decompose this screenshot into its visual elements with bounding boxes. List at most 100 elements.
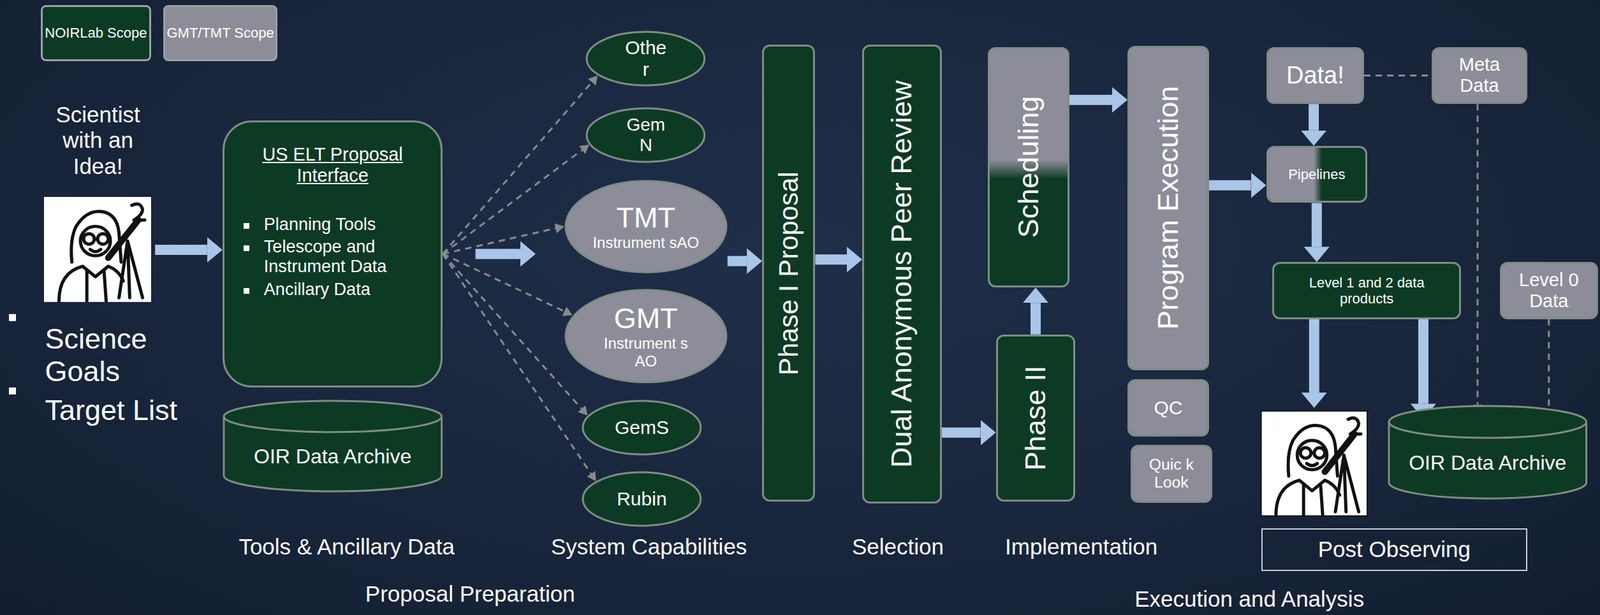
cylinder-rim	[1388, 422, 1587, 439]
node-content: Quic k Look	[1132, 447, 1211, 502]
flow-arrow	[1030, 302, 1041, 335]
node-content: Phase II	[998, 336, 1074, 500]
node-content: GMTInstrument s AO	[564, 288, 728, 384]
node-label: Othe r	[620, 36, 672, 81]
ellipse-shape	[586, 108, 705, 162]
node-label: Quic k Look	[1149, 455, 1194, 493]
facility-ellipse: GemS	[581, 399, 703, 456]
node-content: Program Execution	[1129, 47, 1208, 369]
node-content: Post Observing	[1262, 529, 1527, 571]
node-content: US ELT Proposal InterfacePlanning ToolsT…	[224, 122, 442, 386]
node-label: Program Execution	[1151, 86, 1185, 331]
node-content: Level 0 Data	[1501, 264, 1597, 318]
legend-swatch: NOIRLab Scope	[40, 5, 152, 62]
node-label: Post Observing	[1318, 536, 1471, 563]
ellipse-shape	[586, 31, 705, 86]
scientist-line-art	[1276, 418, 1361, 516]
process-box: QC	[1127, 379, 1210, 437]
scheduling-box: Scheduling	[987, 47, 1070, 289]
ellipse-shape	[582, 472, 701, 527]
node-content: GemS	[581, 399, 703, 456]
node-label: Phase I Proposal	[773, 171, 805, 376]
node-content: Rubin	[581, 471, 703, 528]
node-content: Phase I Proposal	[763, 46, 814, 500]
scientist-line-art	[58, 204, 145, 301]
node-content: OIR Data Archive	[1387, 406, 1588, 500]
telescope-ellipse: TMTInstrument sAO	[564, 179, 728, 274]
node-content: Meta Data	[1433, 49, 1526, 103]
node-content: Pipelines	[1268, 147, 1366, 202]
scientist-icon	[44, 197, 152, 303]
interface-list-item: Planning Tools	[224, 214, 383, 235]
flow-arrow	[154, 244, 208, 256]
dashed-connector	[442, 228, 556, 254]
ellipse-shape	[582, 401, 701, 455]
flow-arrow	[1308, 103, 1319, 131]
node-label: Gem N	[620, 114, 672, 156]
dashed-connector	[1547, 319, 1550, 411]
phase-label: Execution and Analysis	[1134, 586, 1543, 613]
dashed-connector	[1476, 103, 1479, 405]
ellipse-shape	[565, 181, 727, 273]
stage-label: System Capabilities	[550, 534, 878, 560]
facility-ellipse: Othe r	[585, 30, 706, 87]
data-archive-cylinder: OIR Data Archive	[1387, 406, 1588, 500]
proposal-interface-box: US ELT Proposal InterfacePlanning ToolsT…	[222, 120, 444, 388]
bullet-text: Target List	[44, 394, 249, 428]
telescope-ellipse: GMTInstrument s AO	[564, 288, 728, 384]
execution-box: Program Execution	[1127, 45, 1210, 371]
node-label: Phase II	[1019, 365, 1053, 471]
node-content: QC	[1129, 381, 1208, 435]
bullet-square	[8, 387, 16, 395]
node-content: Scheduling	[989, 49, 1068, 287]
node-label: OIR Data Archive	[1408, 451, 1567, 476]
stage-label: Implementation	[1005, 534, 1261, 560]
review-box: Dual Anonymous Peer Review	[862, 44, 942, 504]
flow-arrow	[727, 256, 747, 267]
interface-list-item: Telescope and Instrument Data	[224, 236, 442, 277]
node-sublabel: Instrument s AO	[591, 334, 701, 370]
interface-title: US ELT Proposal Interface	[224, 144, 442, 187]
metadata-box: Meta Data	[1431, 47, 1528, 105]
node-content: Scientist with an Idea!	[40, 102, 155, 303]
node-label: TMT	[616, 201, 676, 235]
node-label: Meta Data	[1444, 54, 1515, 97]
flow-arrow	[1309, 319, 1320, 393]
dashed-connector	[442, 149, 582, 254]
dashed-connector	[1364, 74, 1432, 77]
interface-list-item: Ancillary Data	[224, 279, 377, 300]
flow-arrow	[475, 248, 521, 259]
node-label: Rubin	[616, 488, 667, 511]
data-box: Data!	[1266, 47, 1365, 105]
node-content: Gem N	[585, 107, 706, 164]
flow-arrow	[941, 427, 981, 439]
node-label: Scheduling	[1012, 96, 1046, 239]
stage-label: Tools & Ancillary Data	[238, 534, 566, 560]
pipeline-box: Pipelines	[1266, 146, 1368, 204]
bullet-square	[8, 314, 16, 322]
data-products-box: Level 1 and 2 data products	[1272, 262, 1461, 320]
legend-text: NOIRLab Scope	[44, 24, 147, 41]
node-label: Data!	[1286, 61, 1345, 90]
node-content: TMTInstrument sAO	[564, 179, 728, 274]
node-content: Level 1 and 2 data products	[1274, 264, 1460, 318]
dashed-connector	[442, 253, 591, 474]
flow-arrow	[1069, 95, 1113, 106]
legend-text: GMT/TMT Scope	[166, 24, 274, 41]
phase-box: Phase I Proposal	[762, 44, 815, 502]
flow-arrow	[1418, 319, 1429, 405]
facility-ellipse: Rubin	[581, 471, 703, 528]
legend-swatch: GMT/TMT Scope	[163, 5, 278, 62]
node-label: Level 1 and 2 data products	[1286, 274, 1447, 308]
flow-arrow	[1209, 180, 1252, 191]
flow-arrow	[1311, 202, 1322, 247]
node-label: Pipelines	[1288, 166, 1345, 183]
icon-ground	[1261, 411, 1368, 517]
icon-ground	[44, 197, 152, 303]
node-label: Dual Anonymous Peer Review	[885, 80, 919, 469]
phase-label: Proposal Preparation	[365, 581, 774, 608]
node-label: OIR Data Archive	[253, 445, 412, 469]
cylinder-rim	[223, 416, 442, 432]
node-content: Othe r	[585, 30, 706, 87]
